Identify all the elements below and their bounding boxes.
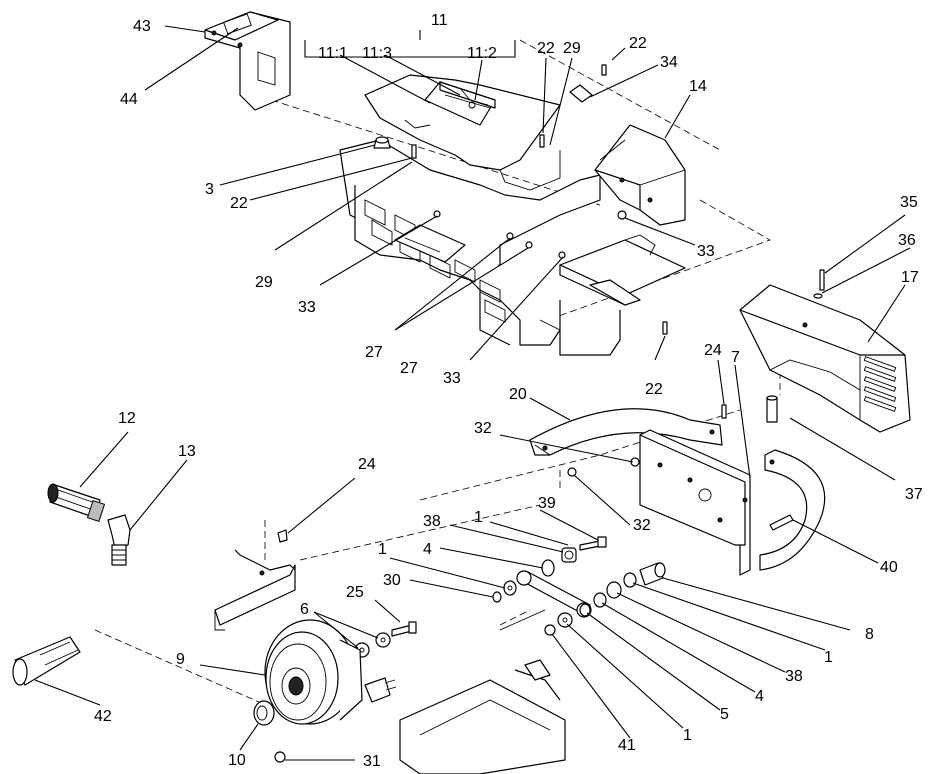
hardware [274,64,825,763]
callout-29-top: 29 [563,40,581,57]
callout-40: 40 [880,559,898,576]
callout-44: 44 [120,91,138,108]
callout-13: 13 [178,443,196,460]
callout-33-right: 33 [697,243,715,260]
callout-24-right: 24 [704,342,722,359]
bracket-14 [594,124,686,226]
callout-4-right: 4 [755,688,764,705]
callout-41: 41 [618,737,636,754]
callout-3: 3 [205,181,214,198]
callout-32-left: 32 [474,420,492,437]
lower-bracket [214,549,296,631]
belt-guard-20 [529,408,723,456]
callout-12: 12 [118,410,136,427]
callout-38-right: 38 [785,668,803,685]
callout-20: 20 [509,386,527,403]
chute-shield-17 [739,284,911,433]
callout-10: 10 [228,752,246,769]
callout-1-right: 1 [824,649,833,666]
callout-11-1: 11:1 [318,45,348,62]
callout-22-top: 22 [537,40,555,57]
leader-lines [34,25,911,761]
callout-35: 35 [900,194,918,211]
callout-22-left: 22 [230,195,248,212]
callout-38-top: 38 [423,513,441,530]
idler-bracket-7 [639,429,751,576]
mount-plate [559,234,686,306]
callout-11-2: 11:2 [467,45,497,62]
callout-11-3: 11:3 [362,45,392,62]
callout-22-center: 22 [645,381,663,398]
callout-24-left: 24 [358,456,376,473]
callout-11: 11 [431,12,448,29]
callout-9: 9 [176,651,185,668]
callout-36: 36 [898,232,916,249]
callout-6: 6 [300,601,309,618]
callout-27-b: 27 [400,360,418,377]
callout-33-left: 33 [298,299,316,316]
callout-37: 37 [905,486,923,503]
spacer-37 [766,395,778,423]
idler-arm [499,570,592,631]
callout-4-top: 4 [423,541,432,558]
lower-deck [399,659,566,774]
callout-34: 34 [660,54,678,71]
callout-1-top: 1 [474,509,483,526]
callout-22-right: 22 [629,35,647,52]
callout-31: 31 [363,753,381,770]
callout-17: 17 [901,269,919,286]
cover-plate-11 [364,74,561,191]
callout-42: 42 [94,708,112,725]
handle-12 [47,483,106,523]
mounting-bracket-44 [204,11,291,111]
callout-33-center: 33 [443,370,461,387]
electric-clutch-9 [264,619,397,725]
main-housing [339,139,621,356]
callout-1-bottom: 1 [683,727,692,744]
callout-1-left: 1 [378,541,387,558]
callout-27-a: 27 [365,344,383,361]
callout-30: 30 [383,572,401,589]
callout-25: 25 [346,584,364,601]
callout-43: 43 [133,18,151,35]
callout-32-right: 32 [633,517,651,534]
elbow-fitting-13 [107,514,131,566]
bearing-10 [253,700,275,726]
callout-5: 5 [720,706,729,723]
callout-labels: 43 44 11 11:1 11:3 11:2 22 29 22 34 14 3… [94,12,923,770]
callout-7: 7 [731,349,740,366]
callout-8: 8 [865,626,874,643]
callout-39: 39 [538,495,556,512]
callout-14: 14 [689,78,707,95]
shield-slots [863,356,897,412]
handle-42 [12,636,81,686]
curved-bracket [759,449,826,571]
callout-29-left: 29 [255,274,273,291]
